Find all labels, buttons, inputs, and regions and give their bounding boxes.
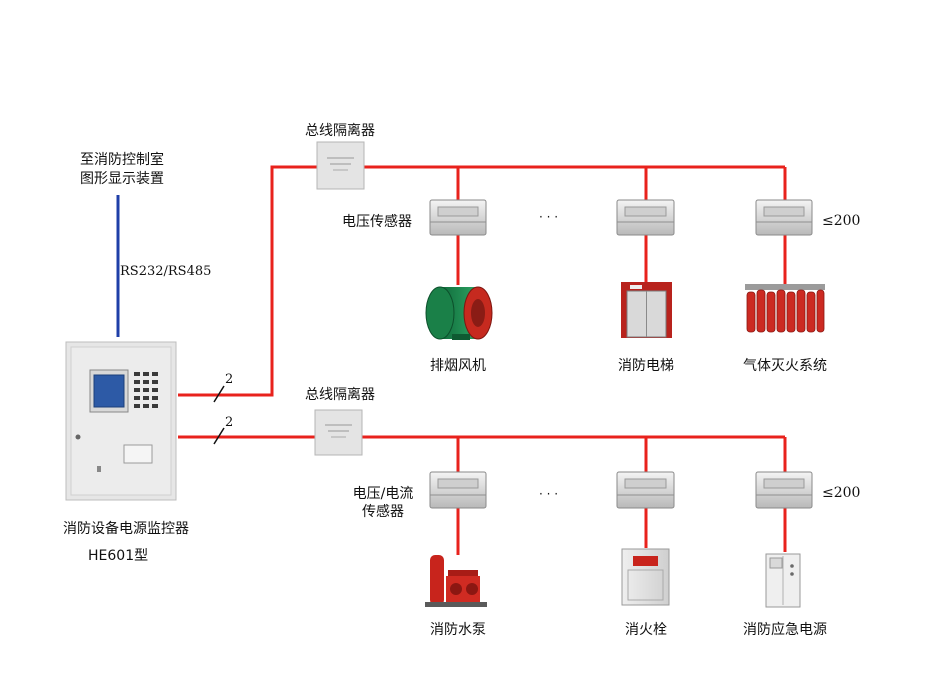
comm-protocol-label: RS232/RS485 (120, 264, 212, 279)
smoke-exhaust-fan-image (425, 286, 493, 340)
device-label-fire-hydrant: 消火栓 (625, 622, 667, 638)
control-room-label-line2: 图形显示装置 (80, 171, 164, 187)
gas-extinguishing-system-image (745, 284, 825, 333)
bus1-sensor-1 (429, 199, 487, 236)
monitor-cabinet (65, 341, 177, 501)
bus1-sensor-label: 电压传感器 (342, 214, 412, 230)
bus1-isolator-box (316, 141, 365, 190)
bus1-ellipsis: · · · (539, 210, 559, 224)
bus2-isolator-label: 总线隔离器 (305, 387, 375, 403)
bus1-slash-mark (213, 385, 225, 403)
bus2-isolator-box (314, 409, 363, 456)
bus2-sensor-limit: ≤200 (822, 485, 861, 501)
bus1-line-count: 2 (225, 372, 234, 387)
device-label-smoke-exhaust-fan: 排烟风机 (430, 358, 486, 374)
bus1-isolator-label: 总线隔离器 (305, 123, 375, 139)
bus1-wiring (178, 165, 787, 397)
fire-water-pump-image (425, 555, 487, 607)
device-label-gas-extinguishing: 气体灭火系统 (743, 358, 827, 374)
device-label-fire-elevator: 消防电梯 (618, 358, 674, 374)
fire-hydrant-cabinet-image (621, 548, 670, 606)
bus2-sensor-2 (616, 471, 675, 509)
bus1-sensor-limit: ≤200 (822, 213, 861, 229)
bus2-wiring (178, 435, 787, 555)
bus1-sensor-3 (755, 199, 813, 236)
fire-elevator-image (621, 282, 672, 338)
bus2-sensor-3 (755, 471, 813, 509)
bus2-slash-mark (213, 427, 225, 445)
monitor-model-label: HE601型 (88, 548, 149, 564)
bus2-sensor-1 (429, 471, 487, 509)
bus2-sensor-label-line1: 电压/电流 (352, 486, 414, 502)
device-label-emergency-power: 消防应急电源 (743, 622, 827, 638)
bus2-line-count: 2 (225, 415, 234, 430)
control-room-label-line1: 至消防控制室 (80, 152, 164, 168)
bus2-ellipsis: · · · (539, 487, 559, 501)
bus1-sensor-2 (616, 199, 675, 236)
device-label-fire-water-pump: 消防水泵 (430, 622, 486, 638)
monitor-name-label: 消防设备电源监控器 (63, 521, 189, 537)
bus2-sensor-label-line2: 传感器 (362, 504, 404, 520)
emergency-power-supply-image (765, 553, 801, 608)
